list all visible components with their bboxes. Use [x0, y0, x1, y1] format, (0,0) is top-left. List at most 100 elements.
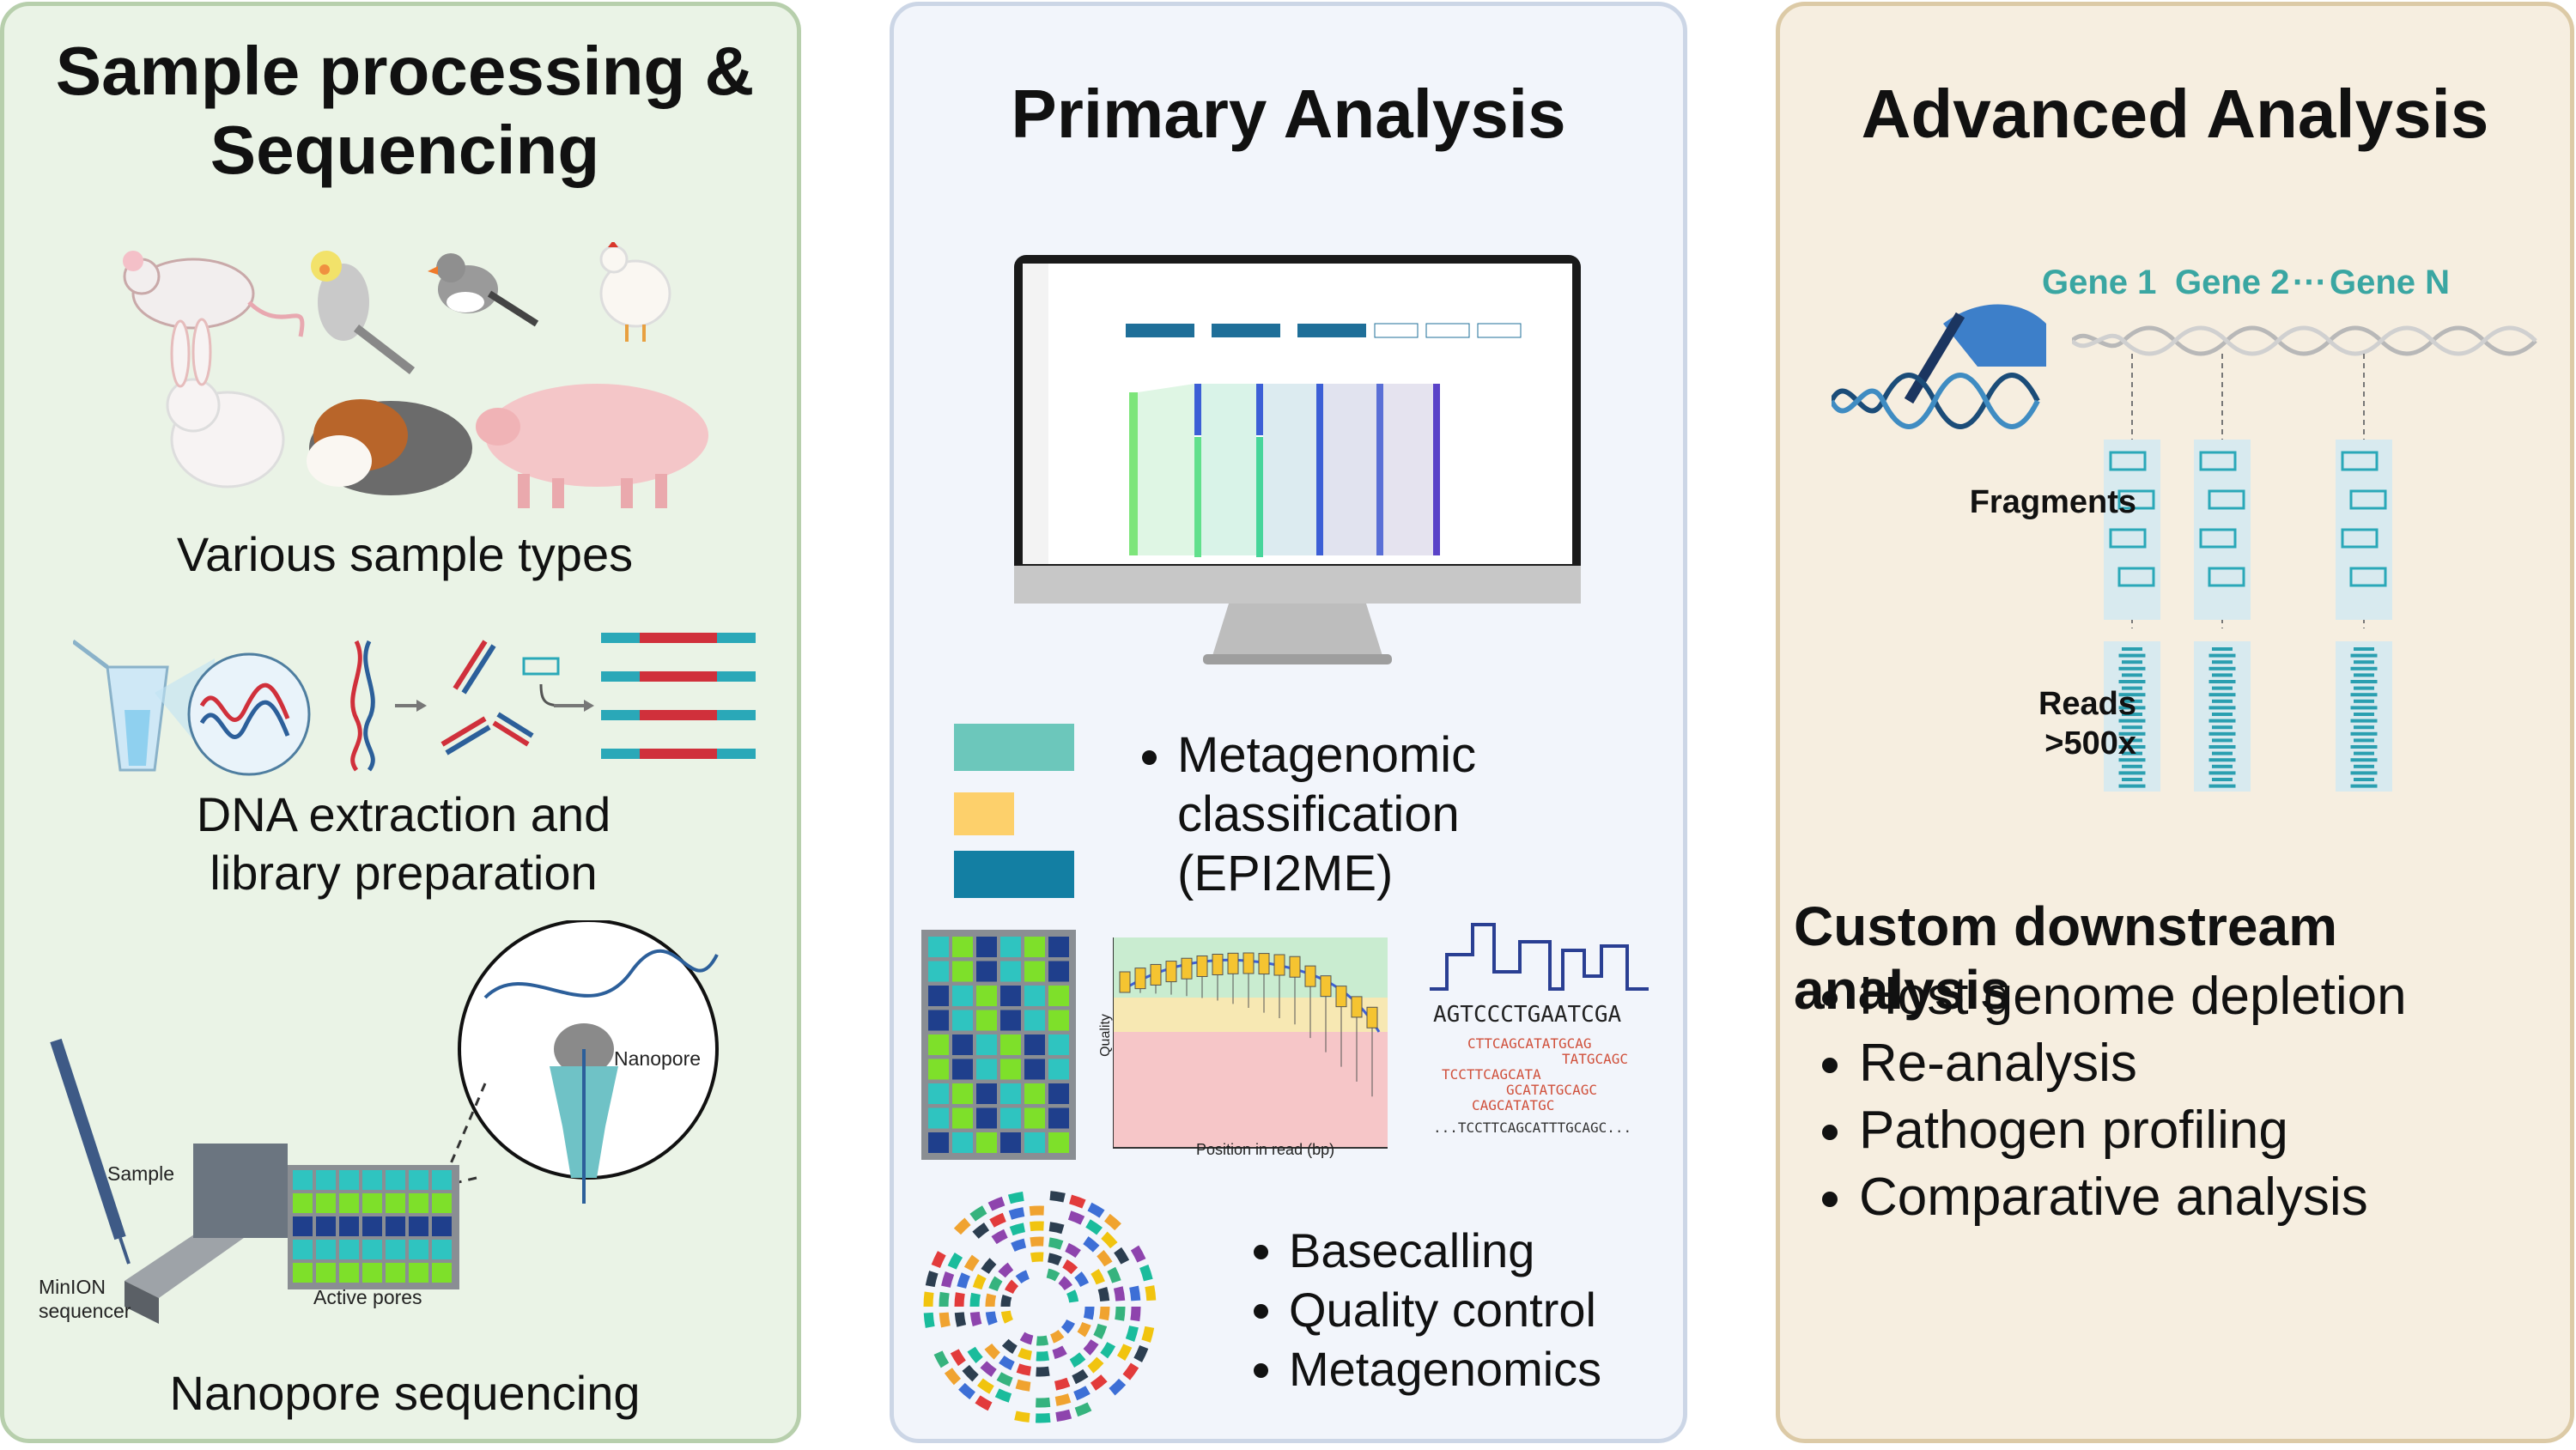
pore-cell	[1048, 1010, 1069, 1031]
circos-segment	[1047, 1253, 1062, 1266]
circos-segment	[1011, 1238, 1027, 1252]
qc-box	[1134, 968, 1146, 990]
pore-cell	[952, 1034, 973, 1055]
mouse-icon	[123, 251, 305, 337]
read-bar	[2118, 693, 2146, 697]
circos-segment	[1087, 1202, 1105, 1218]
circos-segment	[972, 1273, 987, 1290]
pore-cell	[386, 1216, 405, 1236]
circos-segment	[1036, 1397, 1051, 1408]
panel-advanced-analysis: Advanced Analysis Gene 1 Gene 2 ··· Gene…	[1776, 2, 2574, 1443]
pore-cell	[1024, 937, 1045, 957]
pore-cell	[1048, 937, 1069, 957]
read-bar	[2350, 745, 2378, 749]
read-bar	[2118, 771, 2146, 775]
read-bar	[2212, 725, 2233, 730]
gene-n-label: Gene N	[2330, 264, 2451, 301]
panel-primary-analysis: Primary Analysis	[890, 2, 1687, 1443]
circos-segment	[1129, 1285, 1141, 1301]
classification-legend	[954, 724, 1074, 898]
read-bar	[2212, 778, 2233, 781]
circos-segment	[1133, 1344, 1149, 1362]
qc-box	[1165, 961, 1177, 983]
pore-cell	[339, 1170, 359, 1190]
read-bar	[2122, 738, 2142, 743]
fragment-icon	[2117, 567, 2155, 587]
pore-cell	[293, 1263, 313, 1283]
read-bar	[2212, 660, 2233, 664]
pore-cell	[386, 1193, 405, 1213]
pore-cell	[409, 1216, 428, 1236]
read-bar	[2208, 693, 2236, 697]
qc-box	[1150, 963, 1162, 986]
circos-segment	[1058, 1276, 1072, 1291]
circos-segment	[1087, 1356, 1104, 1374]
circos-segment	[1145, 1285, 1157, 1301]
bullet-host-genome-depletion: Host genome depletion	[1859, 963, 2555, 1030]
pore-cell	[316, 1193, 336, 1213]
circos-segment	[925, 1271, 939, 1288]
circos-segment	[941, 1271, 955, 1288]
circos-segment	[1035, 1412, 1051, 1423]
bullet-re-analysis: Re-analysis	[1859, 1030, 2555, 1097]
pore-cell	[432, 1240, 452, 1259]
pore-cell	[362, 1240, 382, 1259]
sample-label: Sample	[107, 1162, 174, 1185]
pore-grid-small	[921, 930, 1076, 1160]
circos-segment	[1019, 1332, 1034, 1345]
qc-box	[1273, 954, 1285, 976]
quality-control-plot	[1113, 937, 1388, 1149]
circos-segment	[1065, 1242, 1081, 1259]
read-bar	[2118, 653, 2146, 658]
pore-cell	[976, 1034, 997, 1055]
circos-segment	[1073, 1386, 1091, 1401]
bottom-bullets: Basecalling Quality control Metagenomics	[1229, 1221, 1692, 1398]
circos-segment	[1015, 1379, 1031, 1392]
read-bar	[2212, 647, 2233, 651]
circos-segment	[1016, 1363, 1032, 1376]
qc-box	[1304, 965, 1316, 987]
circos-segment	[953, 1217, 971, 1235]
fragment-icon	[2117, 489, 2155, 510]
fragment-icon	[2349, 567, 2387, 587]
circos-segment	[996, 1372, 1013, 1387]
circos-segment	[1072, 1368, 1089, 1385]
read-bar	[2208, 784, 2236, 788]
pore-cell	[1048, 1034, 1069, 1055]
read-bar	[2122, 673, 2142, 677]
circos-segment	[1052, 1345, 1067, 1360]
read-bar	[2212, 764, 2233, 768]
read-bar	[2354, 778, 2374, 781]
circos-segment	[1000, 1294, 1012, 1307]
pore-cell	[1000, 1010, 1021, 1031]
hand-drawing-dna-icon	[1832, 304, 2046, 429]
circos-segment	[1103, 1213, 1121, 1231]
read-bar	[2208, 666, 2236, 670]
pore-cell	[952, 1010, 973, 1031]
pore-cell	[293, 1170, 313, 1190]
read-bar	[2350, 653, 2378, 658]
fragment-icon	[2341, 451, 2379, 471]
circos-segment	[939, 1291, 950, 1307]
read-bar	[2354, 751, 2374, 755]
read-bar	[2350, 680, 2378, 683]
circos-segment	[981, 1258, 997, 1274]
pore-cell	[976, 986, 997, 1006]
circos-segment	[962, 1364, 979, 1382]
read-bar	[2350, 666, 2378, 670]
circos-segment	[1107, 1266, 1121, 1283]
pore-cell	[928, 1083, 949, 1104]
read-bar	[2354, 764, 2374, 768]
circos-segment	[1067, 1210, 1085, 1225]
read-bar	[2350, 758, 2378, 762]
circos-segment	[1036, 1335, 1049, 1346]
dna-strand-icon	[350, 640, 375, 772]
top-bullets: Metagenomic classification (EPI2ME)	[1117, 725, 1632, 903]
pore-cell	[316, 1216, 336, 1236]
read-bar	[2118, 719, 2146, 723]
qc-box	[1366, 1006, 1378, 1028]
read-bar	[2122, 725, 2142, 730]
legend-swatch-blue	[954, 851, 1074, 898]
circos-segment	[1055, 1409, 1072, 1423]
circos-segment	[1083, 1306, 1095, 1320]
